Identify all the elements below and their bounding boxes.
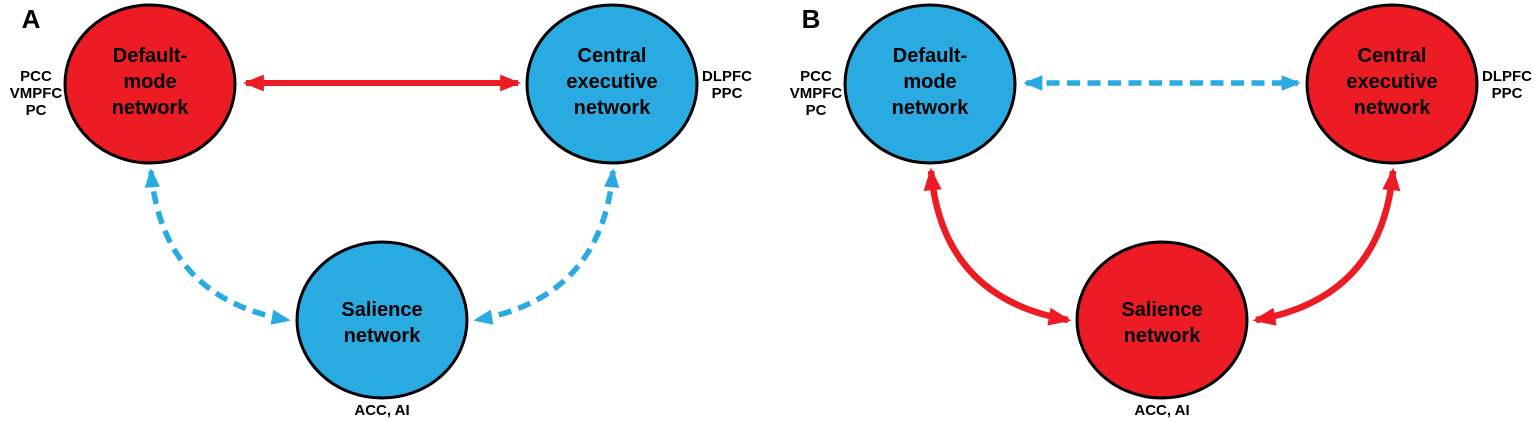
dmn-regions-b-pc: PC: [806, 102, 827, 119]
salience-label-b-line1: Salience: [1121, 299, 1202, 321]
cen-label-a-line2: executive: [566, 71, 657, 93]
cen-regions-b-ppc: PPC: [1492, 85, 1523, 102]
dmn-label-b-line1: Default-: [893, 45, 967, 67]
cen-salience-arrow-b: [1252, 167, 1401, 326]
dmn-salience-arrow-a: [144, 168, 291, 325]
default-mode-network-node-b: [843, 3, 1017, 165]
dmn-regions-a-vmpfc: VMPFC: [10, 85, 63, 102]
cen-salience-arrow-a: [473, 168, 620, 325]
dmn-regions-b-pcc: PCC: [800, 68, 832, 85]
salience-label-a-line1: Salience: [341, 299, 422, 321]
dmn-label-a-line2: mode: [123, 71, 176, 93]
dmn-label-b-line2: mode: [903, 71, 956, 93]
cen-label-a-line3: network: [574, 97, 652, 119]
central-executive-network-node-b: [1305, 3, 1479, 165]
cen-regions-a-ppc: PPC: [712, 85, 743, 102]
dmn-regions-a-pcc: PCC: [20, 68, 52, 85]
panel-b-letter: B: [802, 4, 821, 34]
panel-b: B Default- mode network Central executiv…: [790, 3, 1532, 419]
panel-a: A Default- mode network Central executiv…: [10, 3, 752, 419]
dmn-label-a-line1: Default-: [113, 45, 187, 67]
salience-label-b-line2: network: [1124, 325, 1202, 347]
cen-label-b-line3: network: [1354, 97, 1432, 119]
cen-regions-b-dlpfc: DLPFC: [1482, 68, 1532, 85]
panel-a-letter: A: [22, 4, 41, 34]
dmn-label-b-line3: network: [892, 97, 970, 119]
central-executive-network-node-a: [525, 3, 699, 165]
salience-network-node-b: [1075, 240, 1249, 400]
dmn-regions-b-vmpfc: VMPFC: [790, 85, 843, 102]
cen-regions-a-dlpfc: DLPFC: [702, 68, 752, 85]
salience-regions-b: ACC, AI: [1134, 402, 1189, 419]
dmn-regions-a-pc: PC: [26, 102, 47, 119]
salience-regions-a: ACC, AI: [354, 402, 409, 419]
salience-network-node-a: [295, 240, 469, 400]
cen-label-a-line1: Central: [578, 45, 647, 67]
cen-label-b-line2: executive: [1346, 71, 1437, 93]
salience-label-a-line2: network: [344, 325, 422, 347]
dmn-salience-arrow-b: [923, 167, 1072, 326]
dmn-label-a-line3: network: [112, 97, 190, 119]
cen-label-b-line1: Central: [1358, 45, 1427, 67]
default-mode-network-node-a: [63, 3, 237, 165]
